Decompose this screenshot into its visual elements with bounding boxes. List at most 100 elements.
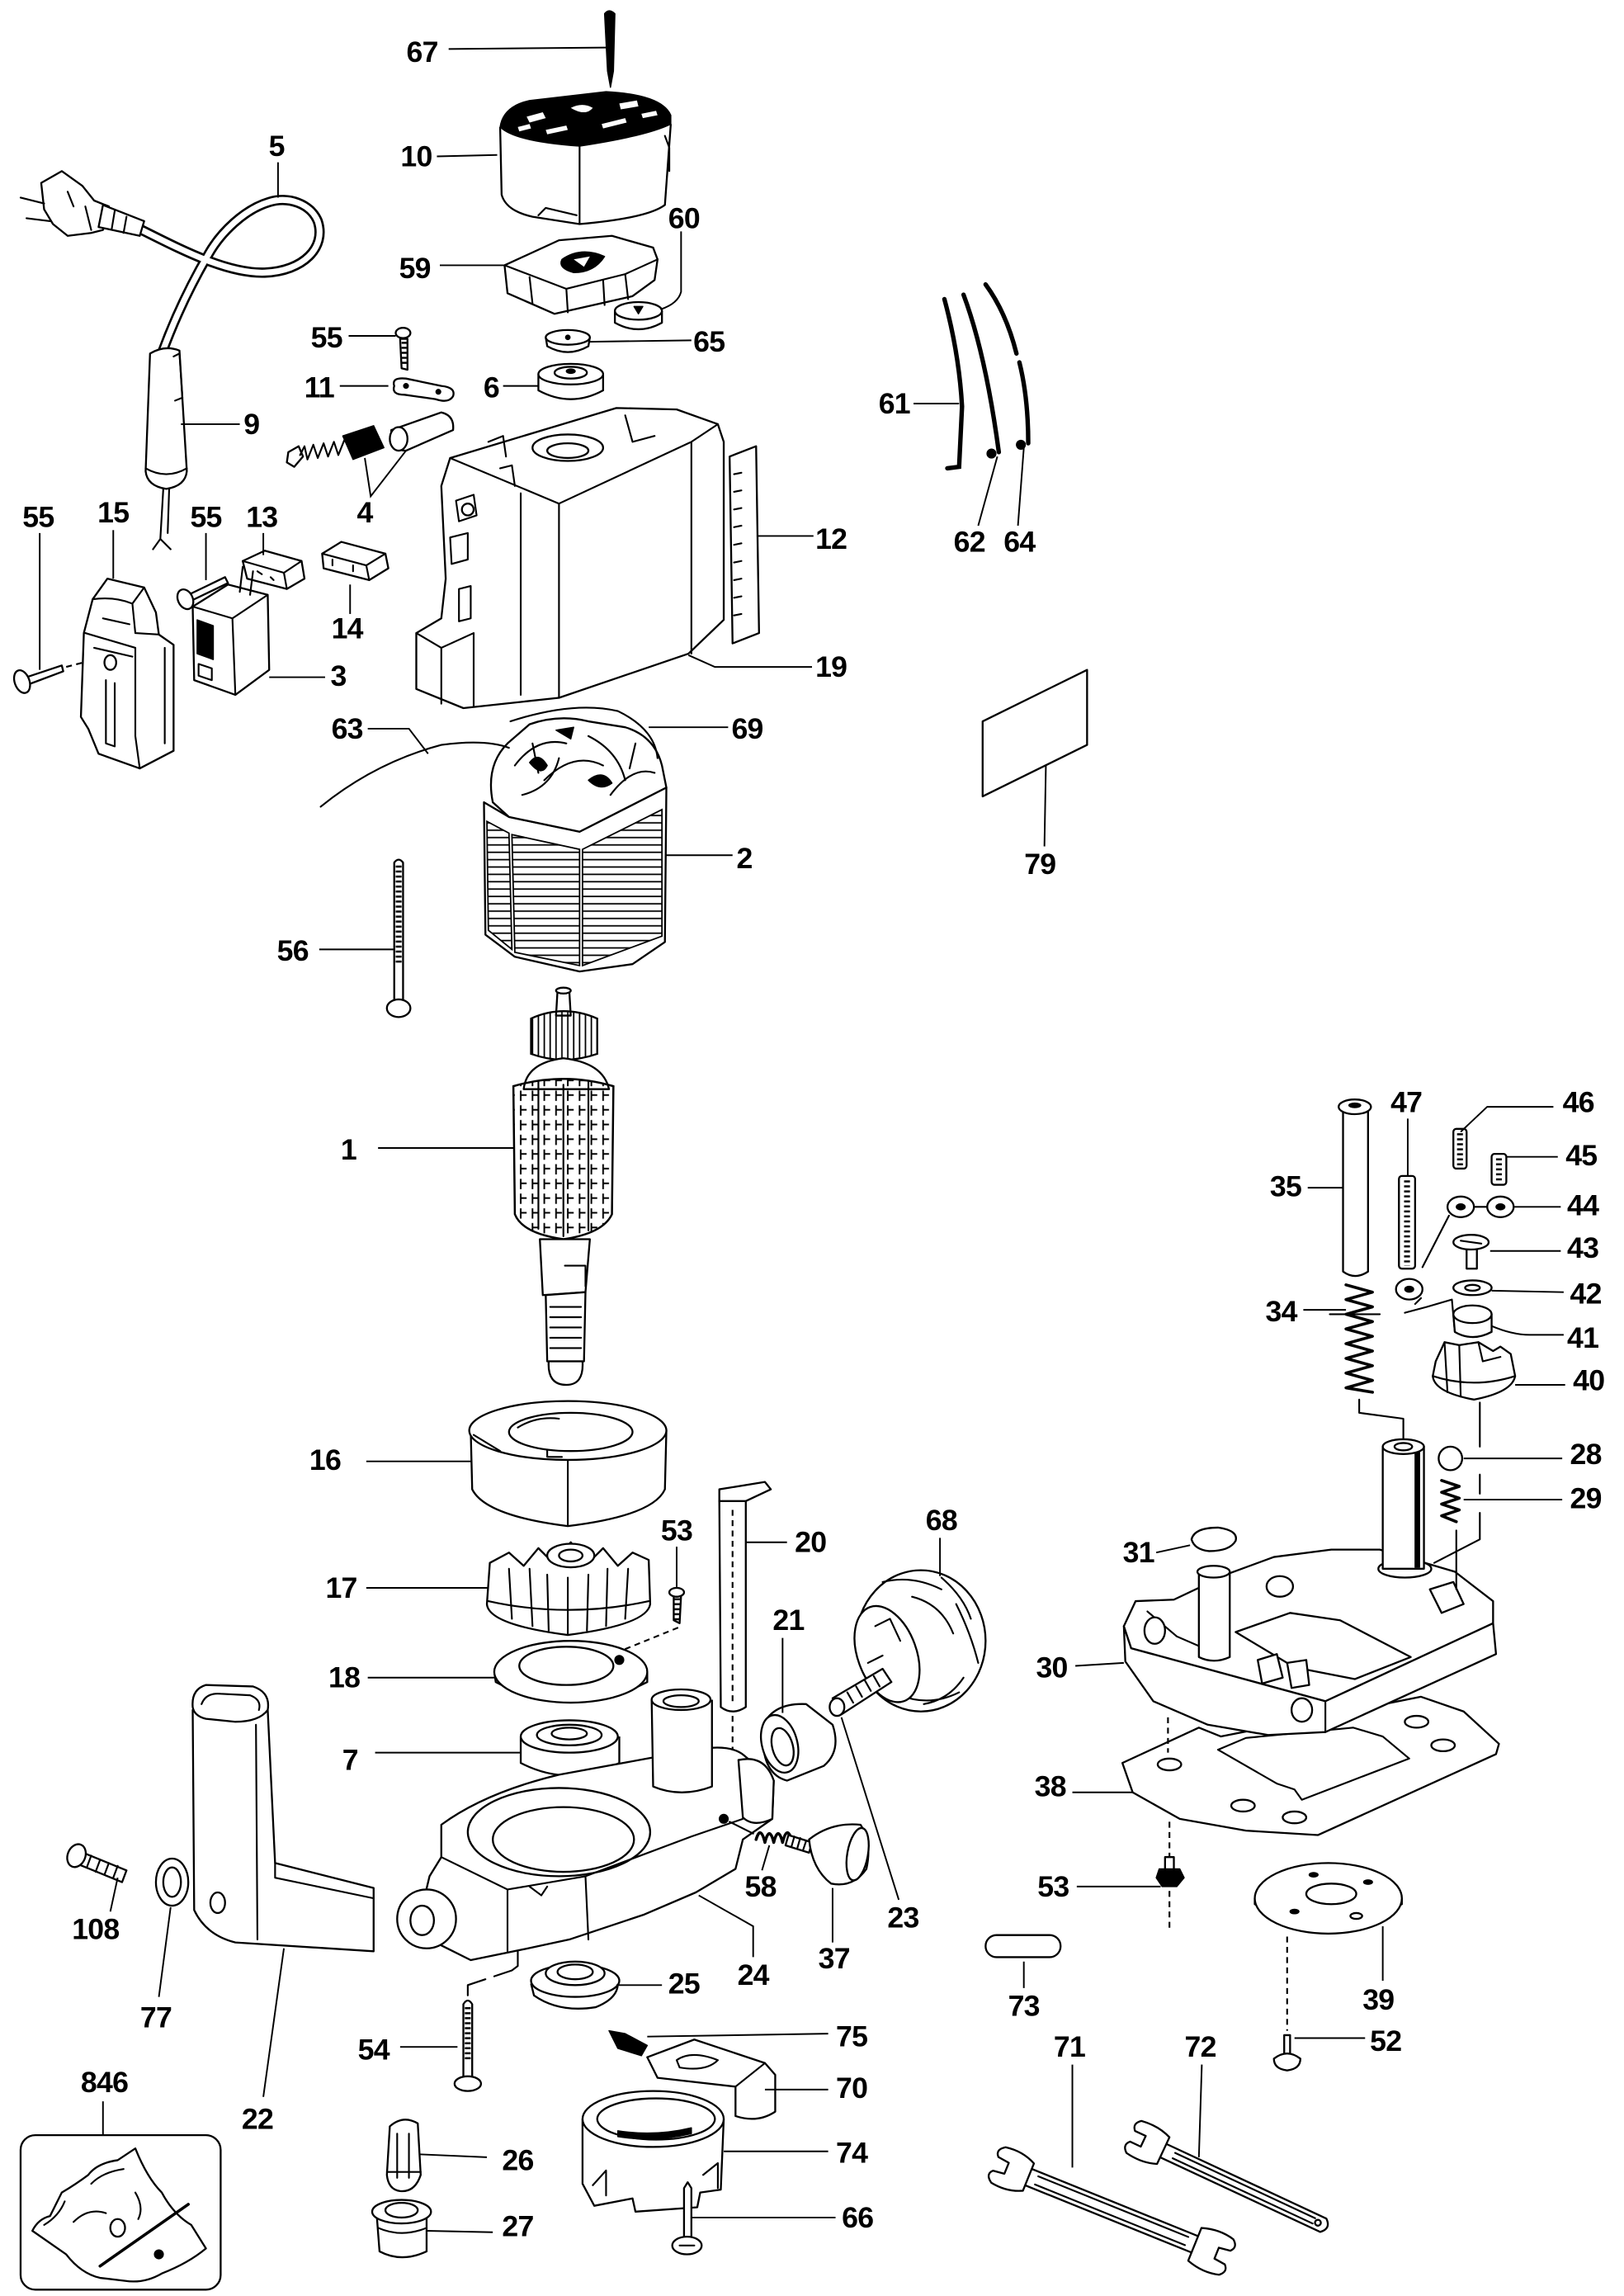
- callout-18: 18: [328, 1661, 360, 1694]
- bearing-bore: [565, 368, 576, 375]
- collet-slits: [385, 2133, 422, 2179]
- leader-64: [1017, 447, 1025, 527]
- callout-24: 24: [738, 1958, 770, 1991]
- part-79-nameplate: [981, 668, 1088, 798]
- callout-79: 79: [1024, 848, 1055, 881]
- screw-head: [12, 669, 31, 694]
- brush-terminal: [286, 445, 304, 468]
- screw-head: [66, 1843, 87, 1868]
- part-3-switch: [191, 565, 271, 697]
- callout-108: 108: [72, 1913, 119, 1946]
- part-72-wrench: [1124, 2119, 1329, 2233]
- part-13-cable-clamp: [241, 550, 306, 590]
- plug-body: [40, 170, 111, 237]
- screw-shank: [1466, 1247, 1478, 1270]
- sub-base-plate: [1121, 1695, 1500, 1836]
- callout-41: 41: [1567, 1321, 1598, 1354]
- part-29-spring: [1433, 1479, 1481, 1564]
- callout-6: 6: [484, 371, 499, 404]
- part-59-brush-plate: [503, 234, 659, 315]
- base-clamp-boss: [737, 1758, 775, 1824]
- brush-cap-end: [389, 426, 408, 452]
- part-58-spring: [729, 1821, 793, 1845]
- base-blocks: [1256, 1653, 1310, 1689]
- screw-head: [1155, 1868, 1185, 1887]
- plate-body: [503, 234, 659, 315]
- screw-axis: [466, 1950, 519, 1996]
- block-edges: [321, 552, 387, 581]
- part-53-screw-upper: [623, 1586, 686, 1651]
- leader-41: [1491, 1325, 1564, 1336]
- cap-top: [1452, 1304, 1493, 1325]
- guide-post: [1197, 1571, 1231, 1662]
- plug-strain-relief: [97, 204, 145, 237]
- callout-42: 42: [1570, 1277, 1602, 1310]
- brush-block: [342, 425, 385, 461]
- kit-pin: [98, 2203, 190, 2268]
- nut-links: [1421, 1206, 1489, 1268]
- nut-left-hole: [1456, 1203, 1466, 1211]
- callout-58: 58: [744, 1870, 776, 1903]
- knob-ribs: [881, 1576, 980, 1705]
- rod-tab: [718, 1481, 772, 1502]
- bracket-slot: [675, 2053, 767, 2088]
- callout-37: 37: [819, 1942, 850, 1975]
- callout-64: 64: [1003, 526, 1036, 559]
- screw-icon: [603, 10, 616, 88]
- part-46-spring: [1452, 1127, 1468, 1170]
- spring-axis: [1433, 1512, 1481, 1564]
- leader-27: [426, 2230, 493, 2233]
- baffle-opening: [508, 1411, 634, 1453]
- brush-spring: [299, 439, 346, 461]
- callout-54: 54: [358, 2034, 390, 2067]
- spring-coils: [1440, 1479, 1461, 1524]
- bushing-hole: [564, 334, 571, 341]
- part-44-nuts: [1395, 1195, 1515, 1333]
- part-6-bearing: [537, 362, 605, 400]
- callout-56: 56: [277, 934, 309, 967]
- post-body: [650, 1699, 713, 1793]
- clamp-edges: [242, 560, 303, 590]
- part-15-switch-handle: [79, 577, 175, 770]
- disc-hole: [1289, 1908, 1300, 1915]
- callout-20: 20: [795, 1526, 826, 1559]
- scale-strip: [729, 445, 760, 645]
- part-24-post: [650, 1688, 713, 1793]
- callout-21: 21: [772, 1604, 804, 1637]
- part-20-depth-rod: [718, 1481, 772, 1764]
- callout-5: 5: [269, 130, 285, 163]
- spout-opening: [191, 1684, 270, 1723]
- part-73-spacer: [984, 1934, 1062, 1958]
- screw-head: [453, 2075, 483, 2092]
- callout-13: 13: [246, 500, 277, 533]
- part-45-spring: [1490, 1152, 1508, 1186]
- part-53-screw-lower: [1155, 1821, 1185, 1928]
- screw-shank: [393, 858, 404, 1002]
- screw-axis: [623, 1627, 679, 1651]
- leader-79: [1043, 765, 1047, 847]
- spout-edges: [201, 1693, 375, 1941]
- leader-26: [419, 2153, 488, 2158]
- callout-10: 10: [400, 140, 432, 173]
- callout-59: 59: [399, 252, 431, 285]
- cap-edges: [537, 135, 671, 225]
- rod-hole: [1348, 1102, 1362, 1108]
- spring-axis: [1358, 1398, 1404, 1442]
- base-stop-block: [1428, 1580, 1465, 1614]
- callout-15: 15: [97, 496, 129, 529]
- part-75-screw: [608, 2029, 649, 2057]
- part-14-terminal-block: [321, 541, 389, 582]
- part-66-screw: [671, 2181, 703, 2256]
- callout-labels: 67 10 5 60 59 55 65 11 6 9 61 4 55 15 55…: [22, 35, 1605, 2243]
- spacer-outline: [984, 1934, 1062, 1958]
- washer-hole: [162, 1866, 182, 1898]
- part-27-collet-nut: [371, 2199, 432, 2259]
- baffle-edges: [472, 1417, 569, 1528]
- screw-head: [394, 327, 412, 339]
- clip-gap: [1206, 1534, 1225, 1542]
- screw-icon: [608, 2029, 649, 2057]
- nut-right-hole: [1495, 1203, 1506, 1211]
- handle-body: [79, 577, 175, 770]
- callout-75: 75: [836, 2020, 867, 2053]
- cord-fill: [120, 196, 323, 357]
